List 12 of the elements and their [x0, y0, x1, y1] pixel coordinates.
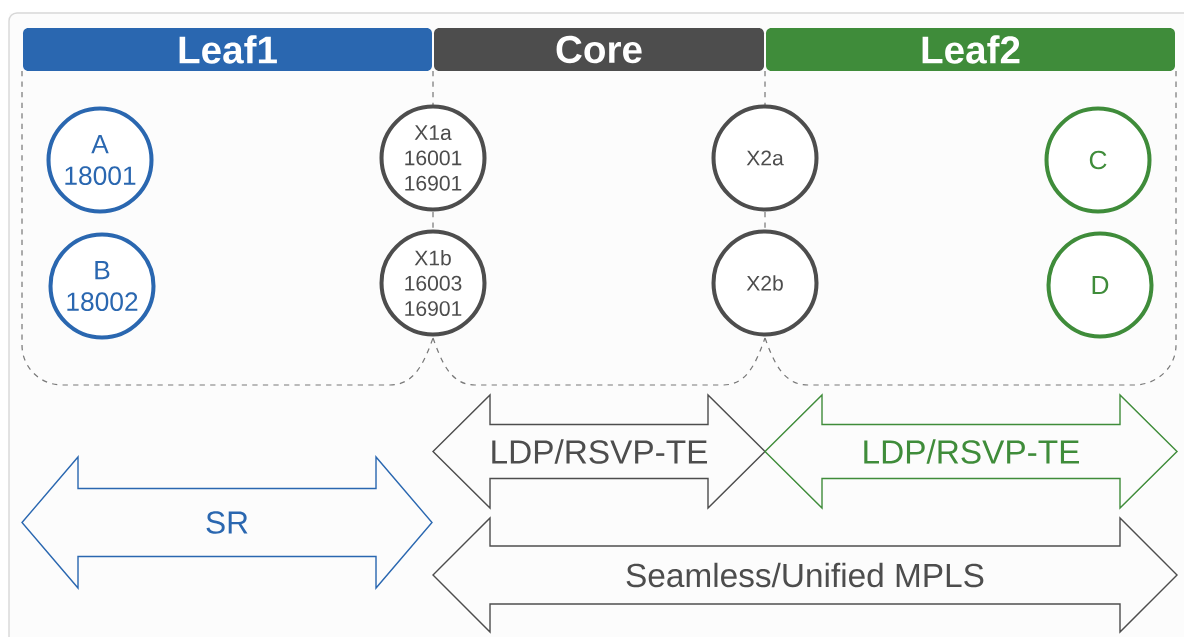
double-headed-band: SR: [21, 455, 433, 590]
circle-node: A 18001: [46, 106, 154, 214]
circle-node: C: [1044, 106, 1152, 214]
double-headed-band: Seamless/Unified MPLS: [432, 516, 1178, 634]
double-headed-band: LDP/RSVP-TE: [432, 393, 766, 510]
circle-node: X2a: [711, 104, 819, 212]
circle-node: X1a 16001 16901: [379, 104, 487, 212]
double-headed-band: LDP/RSVP-TE: [764, 393, 1178, 510]
circle-node: B 18002: [48, 232, 156, 340]
circle-node: D: [1046, 231, 1154, 339]
circle-node: X1b 16003 16901: [379, 229, 487, 337]
circle-node: X2b: [711, 229, 819, 337]
